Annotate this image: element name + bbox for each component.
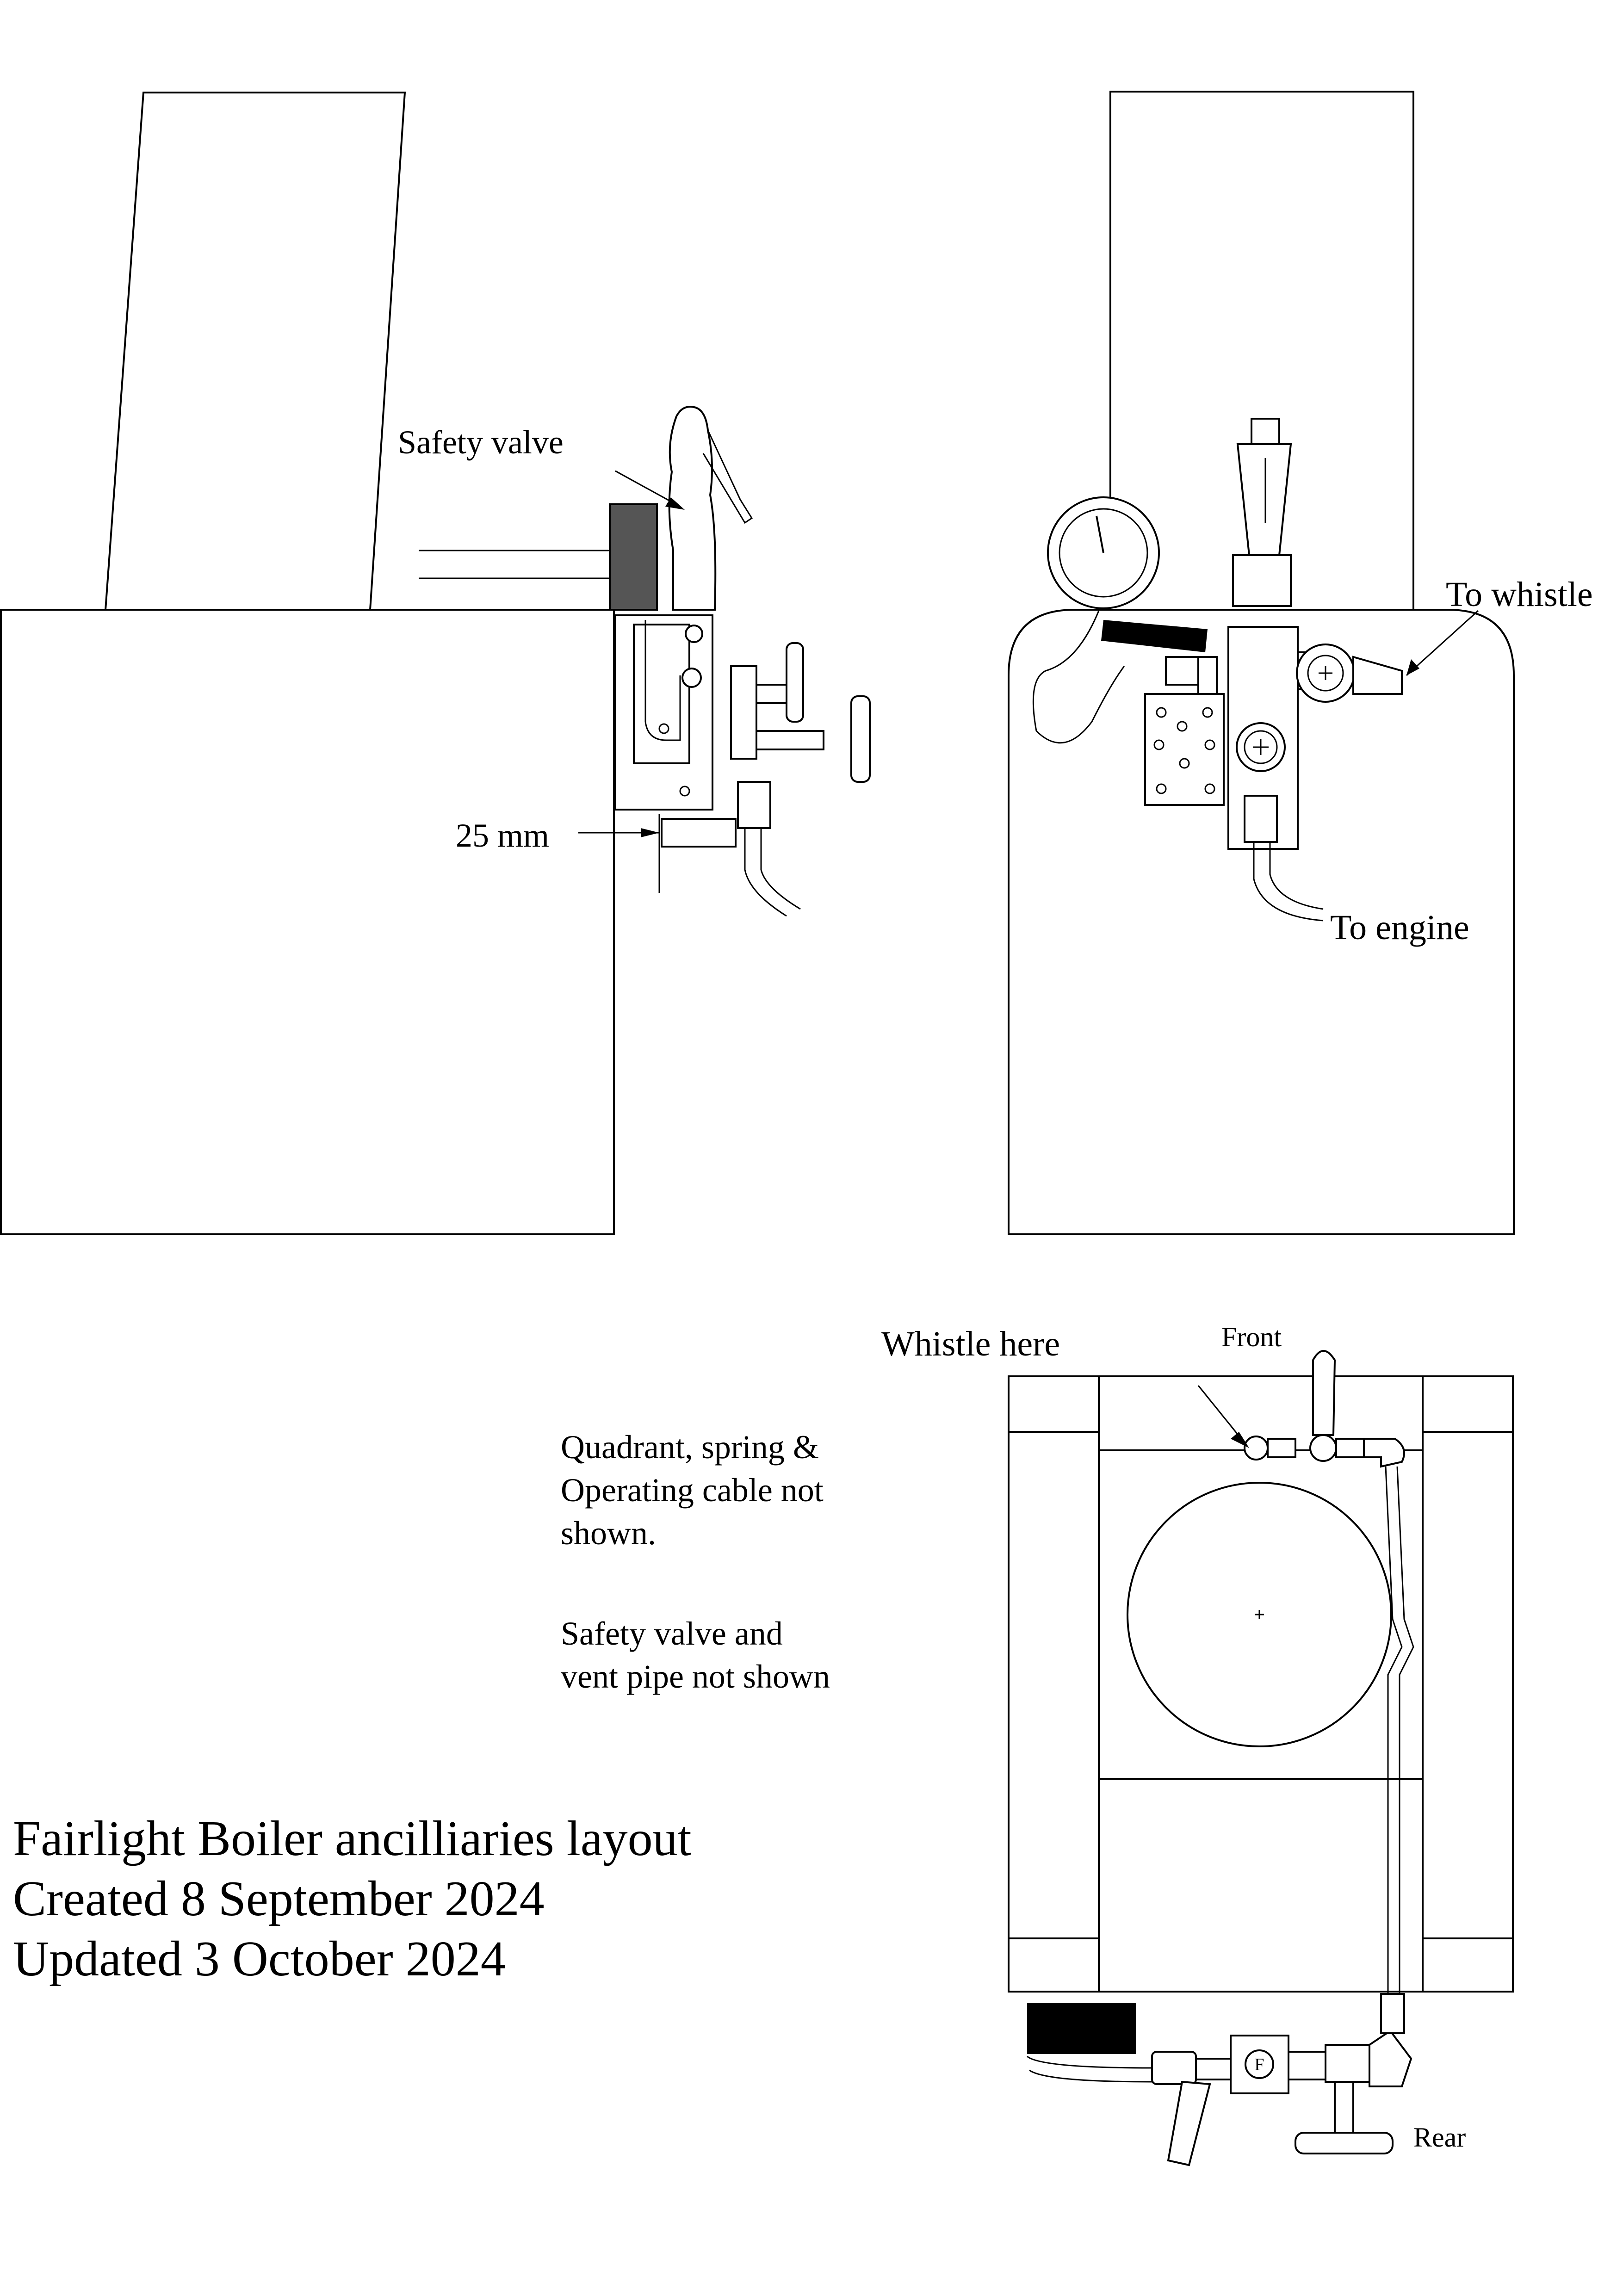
side-view-dimension-arrow bbox=[641, 828, 659, 837]
front-view-safety-valve bbox=[1236, 443, 1292, 556]
plan-view-valve bbox=[1309, 1434, 1337, 1462]
plan-view-pipe-b bbox=[1396, 1466, 1414, 2012]
plan-view-rear-connector bbox=[1195, 2058, 1232, 2080]
pressure-gauge-needle bbox=[1096, 515, 1104, 553]
flange-f-marker bbox=[1245, 2049, 1274, 2079]
plan-view-fitting bbox=[1267, 1438, 1296, 1458]
plate-hole bbox=[1179, 758, 1190, 769]
label-safety-valve: Safety valve bbox=[398, 424, 564, 461]
pipe-to-engine-b bbox=[1269, 842, 1324, 910]
title-block-title: Fairlight Boiler ancilliaries layout bbox=[13, 1811, 692, 1866]
plan-view-valve-rear bbox=[1325, 2044, 1370, 2083]
to-whistle-leader-arrow bbox=[1406, 659, 1419, 675]
label-to-whistle: To whistle bbox=[1446, 575, 1593, 614]
side-view-bottom-fitting bbox=[661, 818, 737, 848]
label-rear: Rear bbox=[1413, 2122, 1466, 2153]
side-view-chimney bbox=[104, 92, 406, 611]
side-view bbox=[0, 92, 871, 1235]
side-view-pipe-to-engine-b bbox=[760, 828, 801, 910]
side-view-boiler-body bbox=[0, 609, 615, 1235]
title-block-updated: Updated 3 October 2024 bbox=[13, 1931, 506, 1987]
plan-view-rear-handle bbox=[1167, 2080, 1211, 2166]
plan-view-rear-pipe-b bbox=[1029, 2069, 1152, 2083]
plan-view-boiler-barrel bbox=[1127, 1482, 1392, 1747]
flange-f-label: F bbox=[1254, 2055, 1264, 2074]
plan-view-pipe-a bbox=[1385, 1466, 1403, 2012]
side-view-fitting bbox=[681, 668, 702, 688]
plan-view-rear-spindle bbox=[1334, 2081, 1354, 2138]
plan-view: F bbox=[1008, 1350, 1514, 2166]
side-view-safety-valve bbox=[668, 406, 717, 611]
label-front: Front bbox=[1221, 1322, 1282, 1352]
side-view-handwheel-upper bbox=[786, 642, 804, 723]
side-view-bolt bbox=[679, 786, 690, 797]
side-view-bolt bbox=[658, 723, 669, 734]
side-view-backplate bbox=[633, 624, 690, 764]
plate-hole bbox=[1156, 707, 1167, 718]
labels: Safety valve To whistle To engine 25 mm … bbox=[13, 424, 1593, 2153]
side-view-handwheel-lower bbox=[850, 695, 871, 783]
plan-view-rear-elbow bbox=[1369, 2030, 1412, 2087]
plate-hole bbox=[1202, 707, 1213, 718]
side-view-pipe-to-engine-a bbox=[744, 828, 787, 917]
side-view-safety-valve-lever bbox=[702, 430, 753, 524]
whistle-valve-inner bbox=[1307, 655, 1344, 692]
title-block-created: Created 8 September 2024 bbox=[13, 1871, 545, 1926]
front-view-boiler-body bbox=[1008, 609, 1515, 1235]
pipe-to-engine-a bbox=[1253, 842, 1324, 922]
plan-view-rear-valve bbox=[1151, 2051, 1197, 2085]
plan-view-fitting bbox=[1335, 1438, 1365, 1458]
note-line-2: Operating cable not bbox=[561, 1472, 824, 1509]
plan-view-valve-handle bbox=[1312, 1350, 1336, 1436]
plan-view-elbow-top bbox=[1363, 1438, 1405, 1468]
plate-hole bbox=[1153, 739, 1165, 750]
safety-valve-leader-arrow bbox=[665, 497, 685, 510]
plan-view-rear-union bbox=[1380, 1993, 1405, 2034]
front-view-safety-valve-base bbox=[1232, 554, 1292, 607]
side-view-siphon-pipe bbox=[644, 620, 681, 741]
front-view-black-handle bbox=[1101, 620, 1208, 652]
whistle-fitting-icon bbox=[1244, 1436, 1269, 1461]
front-view-safety-valve-cap bbox=[1251, 418, 1280, 445]
label-to-engine: To engine bbox=[1330, 908, 1469, 947]
label-whistle-here: Whistle here bbox=[881, 1324, 1060, 1363]
side-view-spindle-upper bbox=[756, 684, 790, 704]
front-view-union bbox=[1244, 795, 1278, 843]
plan-view-outline bbox=[1008, 1375, 1514, 1993]
plate-hole bbox=[1177, 721, 1188, 732]
side-view-union bbox=[737, 781, 771, 829]
pressure-gauge-dial bbox=[1059, 508, 1148, 598]
note-line-3: shown. bbox=[561, 1515, 656, 1552]
plan-view-rear-pipe-a bbox=[1027, 2055, 1152, 2069]
plan-view-rear-block bbox=[1027, 2003, 1136, 2054]
plate-hole bbox=[1204, 739, 1215, 750]
plan-view-tee bbox=[1288, 2051, 1326, 2080]
label-dimension-25mm: 25 mm bbox=[456, 817, 549, 854]
side-view-valve-cap bbox=[685, 625, 703, 643]
plate-hole bbox=[1204, 783, 1215, 794]
side-view-spindle-lower bbox=[756, 730, 824, 750]
gauge-siphon-pipe bbox=[1032, 610, 1125, 744]
whistle-handle bbox=[1352, 656, 1403, 695]
front-view-stop-valve-inner bbox=[1244, 730, 1278, 764]
to-whistle-leader bbox=[1406, 610, 1479, 676]
note-line-4: Safety valve and bbox=[561, 1615, 783, 1652]
plate-hole bbox=[1156, 783, 1167, 794]
side-view-stop-valve bbox=[730, 665, 757, 760]
front-view bbox=[1008, 91, 1515, 1235]
side-view-mounting-block bbox=[609, 503, 658, 611]
note-line-1: Quadrant, spring & bbox=[561, 1429, 819, 1466]
whistle-here-leader-arrow bbox=[1231, 1432, 1249, 1448]
plan-view-rear-handwheel bbox=[1295, 2132, 1394, 2154]
note-line-5: vent pipe not shown bbox=[561, 1658, 830, 1695]
